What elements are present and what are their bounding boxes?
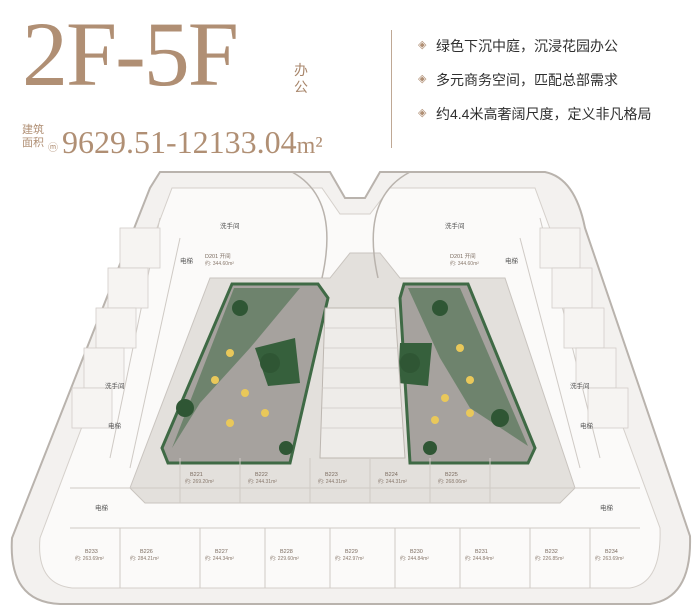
diamond-bullet-icon: ◈ <box>418 39 427 51</box>
building-area: 建筑面积 ⓜ 9629.51-12133.04m² <box>22 122 352 162</box>
unit-b234: B234 约: 263.69m² <box>595 549 624 562</box>
area-unit: m² <box>296 133 323 159</box>
central-stair <box>319 307 406 459</box>
floor-usage-label: 办公 <box>294 62 308 95</box>
right-wing-offices <box>539 227 629 429</box>
feature-item: ◈ 绿色下沉中庭，沉浸花园办公 <box>418 36 688 70</box>
unit-code: B230 <box>410 549 423 555</box>
unit-code: B229 <box>345 549 358 555</box>
unit-b222: B222 约: 244.31m² <box>248 472 277 485</box>
feature-text: 绿色下沉中庭，沉浸花园办公 <box>436 38 618 54</box>
left-garden-planting <box>172 288 300 448</box>
restroom-label: 洗手间 <box>220 221 240 230</box>
unit-b226: B226 约: 284.21m² <box>130 549 159 562</box>
unit-area: 约: 244.31m² <box>378 478 407 485</box>
unit-area: 约: 263.69m² <box>75 555 104 562</box>
feature-text: 约4.4米高奢阔尺度，定义非凡格局 <box>436 106 652 122</box>
unit-b230: B230 约: 244.84m² <box>400 549 429 562</box>
stair-steps <box>321 327 403 429</box>
unit-b224: B224 约: 244.31m² <box>378 472 407 485</box>
unit-area: 约: 244.34m² <box>205 555 234 562</box>
diamond-bullet-icon: ◈ <box>418 107 427 119</box>
unit-code: B231 <box>475 549 488 555</box>
unit-b231: B231 约: 244.84m² <box>465 549 494 562</box>
feature-text: 多元商务空间，匹配总部需求 <box>436 72 618 88</box>
unit-b229: B229 约: 242.97m² <box>335 549 364 562</box>
unit-b228: B228 约: 229.60m² <box>270 549 299 562</box>
unit-code: B224 <box>385 472 398 478</box>
unit-code: B234 <box>605 549 618 555</box>
floor-plan: 洗手间 洗手间 洗手间 洗手间 电梯 电梯 电梯 电梯 电梯 电梯 D201 开… <box>10 171 692 605</box>
area-value: 9629.51-12133.04 <box>62 124 297 160</box>
unit-code: D201 开间 <box>450 252 476 260</box>
elevator-label: 电梯 <box>180 256 194 265</box>
unit-area: 约: 242.97m² <box>335 555 364 562</box>
left-sunken-garden <box>160 282 330 465</box>
unit-code: B223 <box>325 472 338 478</box>
right-garden-planting <box>408 288 528 446</box>
unit-area: 约: 244.84m² <box>465 555 494 562</box>
unit-area: 约: 229.60m² <box>270 555 299 562</box>
unit-area: 约: 244.31m² <box>318 478 347 485</box>
elevator-label: 电梯 <box>580 421 594 430</box>
elevator-label: 电梯 <box>600 503 614 512</box>
unit-d201: D201 开间 约: 344.60m² <box>205 252 234 267</box>
unit-code: B228 <box>280 549 293 555</box>
restroom-label: 洗手间 <box>105 381 125 390</box>
unit-b223: B223 约: 244.31m² <box>318 472 347 485</box>
unit-code: B225 <box>445 472 458 478</box>
diamond-bullet-icon: ◈ <box>418 73 427 85</box>
garden-seating <box>211 344 474 427</box>
unit-area: 约: 263.69m² <box>595 555 624 562</box>
feature-item: ◈ 多元商务空间，匹配总部需求 <box>418 70 688 104</box>
garden-trees <box>176 300 509 455</box>
elevator-label: 电梯 <box>95 503 109 512</box>
restroom-label: 洗手间 <box>570 381 590 390</box>
unit-area: 约: 244.84m² <box>400 555 429 562</box>
floor-range-title: 2F-5F <box>22 3 239 105</box>
unit-b232: B232 约: 226.85m² <box>535 549 564 562</box>
area-icon: ⓜ <box>48 143 58 154</box>
header-title-block: 2F-5F 办公 <box>22 8 308 122</box>
area-value-line: 9629.51-12133.04m² <box>62 122 323 166</box>
left-wing-offices <box>71 227 161 429</box>
unit-b233: B233 约: 263.69m² <box>75 549 104 562</box>
unit-code: B222 <box>255 472 268 478</box>
elevator-label: 电梯 <box>108 421 122 430</box>
unit-code: B227 <box>215 549 228 555</box>
unit-area: 约: 344.60m² <box>205 260 234 267</box>
restroom-label: 洗手间 <box>445 221 465 230</box>
unit-area: 约: 269.20m² <box>185 478 214 485</box>
unit-code: B232 <box>545 549 558 555</box>
unit-b227: B227 约: 244.34m² <box>205 549 234 562</box>
unit-b225: B225 约: 268.06m² <box>438 472 467 485</box>
area-label: 建筑面积 <box>22 124 44 149</box>
unit-d202: D201 开间 约: 344.60m² <box>450 252 479 267</box>
unit-code: B233 <box>85 549 98 555</box>
feature-item: ◈ 约4.4米高奢阔尺度，定义非凡格局 <box>418 104 688 138</box>
unit-area: 约: 268.06m² <box>438 478 467 485</box>
unit-area: 约: 284.21m² <box>130 555 159 562</box>
left-dome-curve <box>291 171 328 279</box>
unit-area: 约: 344.60m² <box>450 260 479 267</box>
unit-code: B226 <box>140 549 153 555</box>
elevator-label: 电梯 <box>505 256 519 265</box>
unit-code: D201 开间 <box>205 252 231 260</box>
feature-list: ◈ 绿色下沉中庭，沉浸花园办公 ◈ 多元商务空间，匹配总部需求 ◈ 约4.4米高… <box>418 36 688 138</box>
unit-code: B221 <box>190 472 203 478</box>
unit-area: 约: 226.85m² <box>535 555 564 562</box>
unit-b221: B221 约: 269.20m² <box>185 472 214 485</box>
unit-area: 约: 244.31m² <box>248 478 277 485</box>
header-divider <box>391 30 392 148</box>
right-dome-curve <box>372 171 411 279</box>
